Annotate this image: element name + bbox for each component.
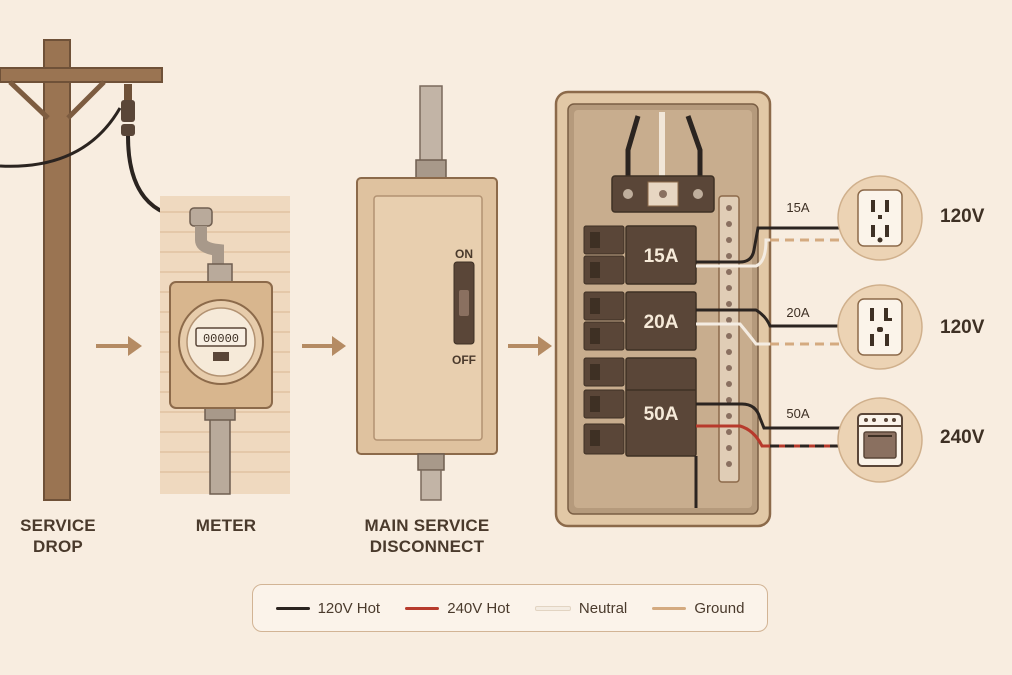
utility-pole-icon [0, 39, 195, 501]
circuit-20a-label: 20A [786, 305, 809, 320]
breaker-15a-rating: 15A [644, 246, 679, 267]
legend-label: 240V Hot [447, 599, 510, 617]
circuit-50a-label: 50A [786, 406, 809, 421]
legend-item-240v-hot: 240V Hot [405, 600, 510, 617]
legend-label: Neutral [578, 599, 628, 617]
legend-swatch [652, 606, 687, 610]
breaker-50a-rating: 50A [644, 404, 679, 425]
meter-reading: 00000 [203, 332, 239, 346]
disconnect-switch-icon: ON OFF [356, 85, 498, 501]
wire-legend: 120V Hot 240V Hot Neutral Ground [252, 584, 768, 632]
legend-item-120v-hot: 120V Hot [275, 599, 381, 617]
outlet-icon [837, 175, 923, 261]
meter-label: METER [195, 516, 257, 535]
voltage-label-20a: 120V [940, 317, 985, 338]
main-disconnect-label: MAIN SERVICE DISCONNECT [364, 516, 490, 556]
circuit-15a-label: 15A [786, 200, 809, 215]
legend-label: 120V Hot [317, 599, 381, 617]
legend-swatch [405, 606, 440, 610]
breaker-20a-rating: 20A [644, 312, 679, 333]
legend-swatch [534, 605, 571, 611]
arrow-right-icon [96, 336, 552, 356]
legend-label: Ground [694, 599, 745, 617]
range-icon [837, 397, 923, 483]
switch-on-label: ON [455, 247, 473, 261]
switch-off-label: OFF [452, 353, 476, 367]
voltage-label-50a: 240V [940, 427, 985, 448]
breaker-panel-icon: 15A 20A 50A [554, 90, 852, 528]
voltage-label-15a: 120V [940, 206, 985, 227]
electric-meter-icon: 00000 [160, 196, 290, 495]
legend-item-neutral: Neutral [534, 599, 628, 617]
service-drop-label: SERVICE DROP [20, 516, 96, 556]
legend-swatch [275, 606, 310, 610]
legend-item-ground: Ground [652, 600, 744, 617]
outlet-icon [837, 284, 923, 370]
